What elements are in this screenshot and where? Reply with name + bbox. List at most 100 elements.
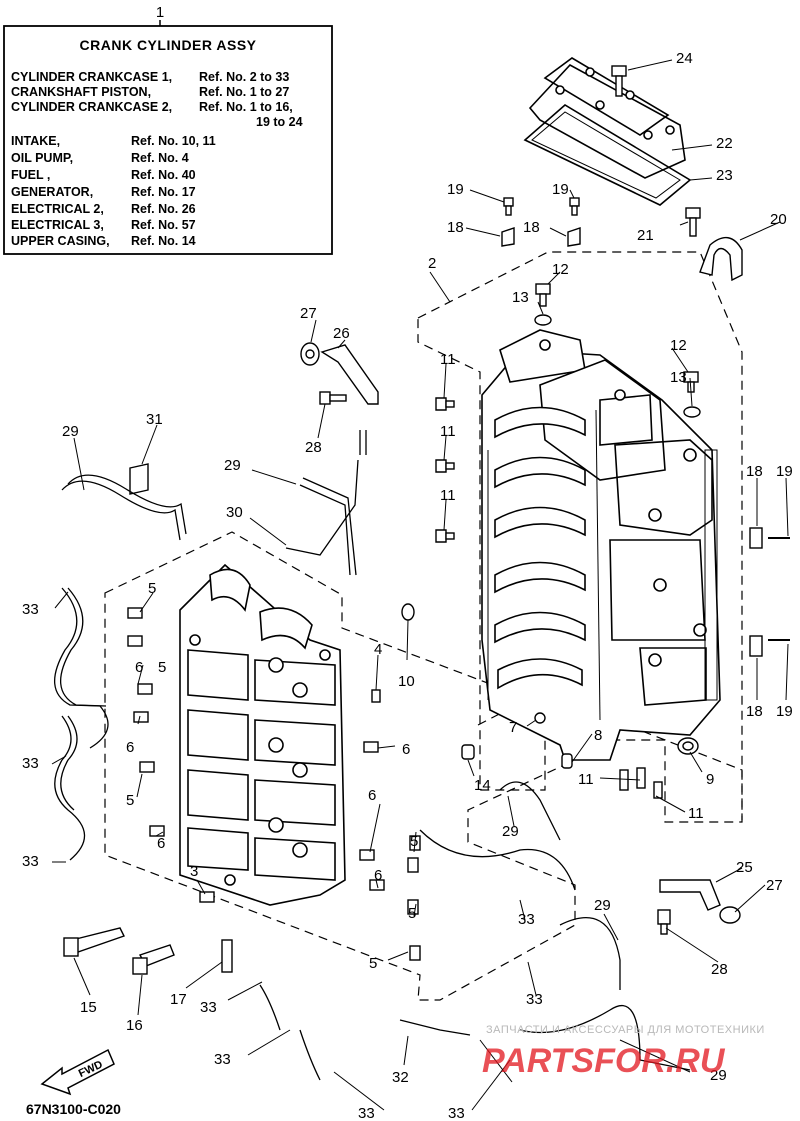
callout-19: 19 bbox=[776, 703, 793, 720]
callout-28: 28 bbox=[305, 439, 322, 456]
callout-4: 4 bbox=[374, 641, 382, 658]
callout-22: 22 bbox=[716, 135, 733, 152]
callout-6: 6 bbox=[157, 835, 165, 852]
callout-18: 18 bbox=[447, 219, 464, 236]
callout-28: 28 bbox=[711, 961, 728, 978]
callout-29: 29 bbox=[710, 1067, 727, 1084]
legend-line-name: GENERATOR, bbox=[11, 185, 93, 199]
legend-line-name: INTAKE, bbox=[11, 134, 60, 148]
callout-20: 20 bbox=[770, 211, 787, 228]
callout-numbers: 2 3 4 5 5 5 5 5 5 6 6 6 6 6 6 7 8 9 10 1… bbox=[22, 50, 793, 1121]
callout-13: 13 bbox=[670, 369, 687, 386]
leader-lines bbox=[51, 59, 789, 1111]
callout-11: 11 bbox=[688, 805, 704, 822]
legend-line-ref: Ref. No. 1 to 16, bbox=[199, 100, 293, 114]
callout-32: 32 bbox=[392, 1069, 409, 1086]
callout-18: 18 bbox=[523, 219, 540, 236]
legend-line-ref: Ref. No. 4 bbox=[131, 151, 189, 165]
legend-line-ref: Ref. No. 57 bbox=[131, 218, 196, 232]
callout-24: 24 bbox=[676, 50, 693, 67]
callout-12: 12 bbox=[552, 261, 569, 278]
callout-16: 16 bbox=[126, 1017, 143, 1034]
legend-line-ref: Ref. No. 17 bbox=[131, 185, 196, 199]
callout-17: 17 bbox=[170, 991, 187, 1008]
callout-33: 33 bbox=[448, 1105, 465, 1121]
watermark-tagline: ЗАПЧАСТИ И АКСЕССУАРЫ ДЛЯ МОТОТЕХНИКИ bbox=[486, 1024, 765, 1036]
callout-6: 6 bbox=[135, 659, 143, 676]
watermark: ЗАПЧАСТИ И АКСЕССУАРЫ ДЛЯ МОТОТЕХНИКИ PA… bbox=[482, 1024, 765, 1080]
legend-line-name: CYLINDER CRANKCASE 2, bbox=[11, 100, 172, 114]
callout-5: 5 bbox=[408, 905, 416, 922]
callout-29: 29 bbox=[224, 457, 241, 474]
legend-line-ref: Ref. No. 40 bbox=[131, 168, 196, 182]
callout-33: 33 bbox=[358, 1105, 375, 1121]
callout-3: 3 bbox=[190, 863, 198, 880]
diagram-code: 67N3100-C020 bbox=[26, 1101, 121, 1117]
legend-line-name: CYLINDER CRANKCASE 1, bbox=[11, 70, 172, 84]
legend-ref-number: 1 bbox=[156, 4, 164, 21]
callout-6: 6 bbox=[126, 739, 134, 756]
callout-12: 12 bbox=[670, 337, 687, 354]
callout-21: 21 bbox=[637, 227, 654, 244]
legend-title: CRANK CYLINDER ASSY bbox=[80, 37, 257, 53]
callout-33: 33 bbox=[22, 755, 39, 772]
legend-line-ref: Ref. No. 14 bbox=[131, 234, 196, 248]
callout-27: 27 bbox=[300, 305, 317, 322]
callout-11: 11 bbox=[440, 487, 456, 504]
callout-19: 19 bbox=[447, 181, 464, 198]
callout-11: 11 bbox=[578, 771, 594, 788]
callout-5: 5 bbox=[410, 833, 418, 850]
legend-line-ref: Ref. No. 2 to 33 bbox=[199, 70, 289, 84]
crankcase-block-right bbox=[481, 329, 721, 761]
callout-30: 30 bbox=[226, 504, 243, 521]
callout-33: 33 bbox=[22, 853, 39, 870]
callout-2: 2 bbox=[428, 255, 436, 272]
callout-29: 29 bbox=[594, 897, 611, 914]
callout-33: 33 bbox=[526, 991, 543, 1008]
hoses bbox=[53, 430, 691, 1081]
callout-18: 18 bbox=[746, 463, 763, 480]
callout-13: 13 bbox=[512, 289, 529, 306]
legend-box: 1 CRANK CYLINDER ASSY CYLINDER CRANKCASE… bbox=[3, 4, 333, 255]
callout-11: 11 bbox=[440, 423, 456, 440]
callout-33: 33 bbox=[200, 999, 217, 1016]
legend-line-name: ELECTRICAL 3, bbox=[11, 218, 104, 232]
legend-line-name: CRANKSHAFT PISTON, bbox=[11, 85, 151, 99]
callout-33: 33 bbox=[518, 911, 535, 928]
callout-29: 29 bbox=[62, 423, 79, 440]
callout-5: 5 bbox=[158, 659, 166, 676]
callout-15: 15 bbox=[80, 999, 97, 1016]
forward-arrow-icon: FWD bbox=[40, 1048, 115, 1096]
callout-10: 10 bbox=[398, 673, 415, 690]
callout-9: 9 bbox=[706, 771, 714, 788]
callout-23: 23 bbox=[716, 167, 733, 184]
callout-7: 7 bbox=[509, 719, 517, 736]
legend-line-ref: Ref. No. 1 to 27 bbox=[199, 85, 289, 99]
legend-line-name: ELECTRICAL 2, bbox=[11, 202, 104, 216]
callout-33: 33 bbox=[22, 601, 39, 618]
callout-5: 5 bbox=[148, 580, 156, 597]
legend-line-ref: Ref. No. 10, 11 bbox=[131, 134, 216, 148]
callout-5: 5 bbox=[369, 955, 377, 972]
callout-11: 11 bbox=[440, 351, 456, 368]
watermark-brand: PARTSFOR.RU bbox=[482, 1042, 726, 1080]
callout-5: 5 bbox=[126, 792, 134, 809]
callout-31: 31 bbox=[146, 411, 163, 428]
callout-19: 19 bbox=[552, 181, 569, 198]
callout-27: 27 bbox=[766, 877, 783, 894]
top-cover-assembly bbox=[523, 57, 692, 206]
callout-29: 29 bbox=[502, 823, 519, 840]
callout-6: 6 bbox=[402, 741, 410, 758]
callout-18: 18 bbox=[746, 703, 763, 720]
legend-line-ref: 19 to 24 bbox=[256, 115, 303, 129]
legend-line-name: OIL PUMP, bbox=[11, 151, 73, 165]
callout-19: 19 bbox=[776, 463, 793, 480]
legend-line-name: UPPER CASING, bbox=[11, 234, 110, 248]
callout-6: 6 bbox=[368, 787, 376, 804]
callout-25: 25 bbox=[736, 859, 753, 876]
cylinder-block-left bbox=[179, 563, 346, 906]
callout-8: 8 bbox=[594, 727, 602, 744]
legend-line-name: FUEL , bbox=[11, 168, 50, 182]
callout-26: 26 bbox=[333, 325, 350, 342]
callout-33: 33 bbox=[214, 1051, 231, 1068]
